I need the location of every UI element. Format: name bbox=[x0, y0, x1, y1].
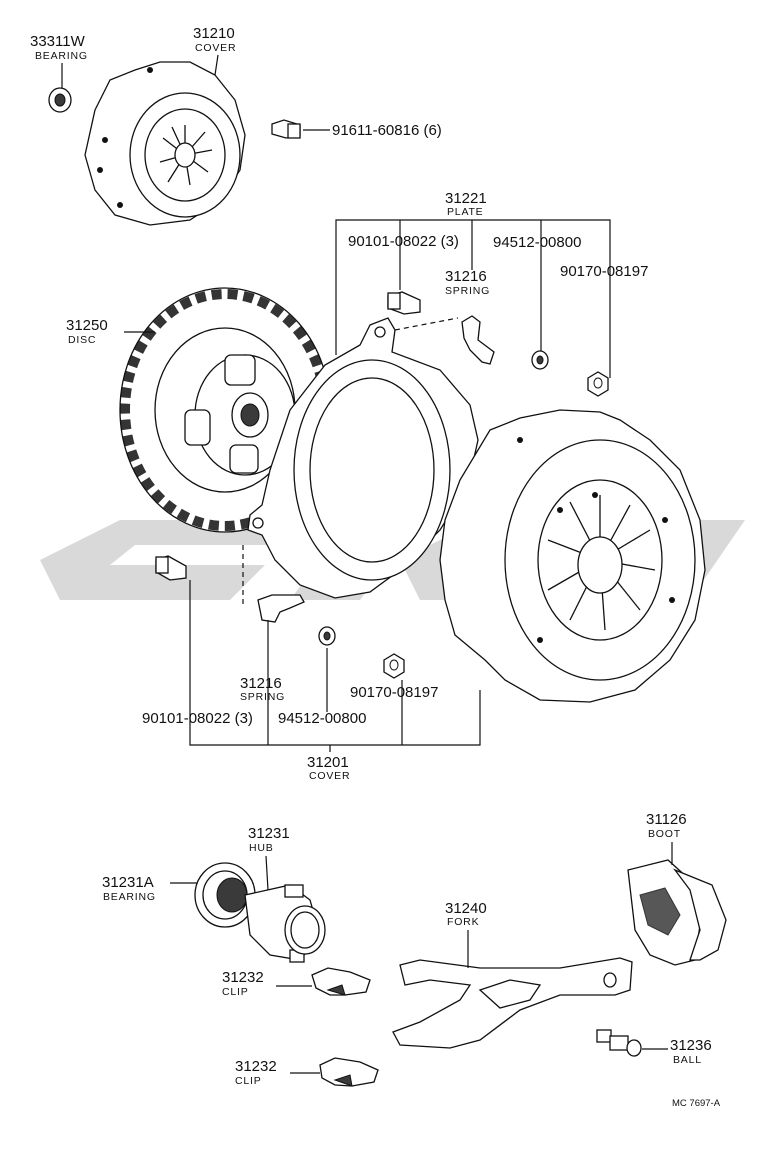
callout-90170-bottom: 90170-08197 bbox=[350, 684, 438, 701]
callout-31231a-name: BEARING bbox=[103, 891, 156, 903]
fork-31240-part bbox=[392, 957, 633, 1049]
spring-31216-top-part bbox=[461, 315, 495, 365]
clip-31232-a-part bbox=[311, 967, 371, 996]
callout-31250: 31250 DISC bbox=[66, 317, 155, 346]
bolt-90101-bottom-part bbox=[155, 555, 187, 581]
callout-31126-name: BOOT bbox=[648, 828, 681, 840]
diagram-code: MC 7697-A bbox=[672, 1098, 721, 1109]
callout-31236-name: BALL bbox=[673, 1054, 702, 1066]
callout-31232-b: 31232 CLIP bbox=[235, 1058, 320, 1087]
callout-90101-top: 90101-08022 (3) bbox=[348, 233, 459, 250]
callout-33311w: 33311W BEARING bbox=[30, 33, 88, 88]
cover-31210-part bbox=[84, 61, 246, 226]
callout-31232-b-name: CLIP bbox=[235, 1075, 262, 1087]
callout-31216-top: 31216 SPRING bbox=[445, 268, 490, 297]
callout-31250-number: 31250 bbox=[66, 317, 108, 334]
callout-31210-name: COVER bbox=[195, 42, 236, 54]
washer-94512-top-part bbox=[531, 350, 549, 370]
cover-31201-part bbox=[439, 409, 706, 703]
callout-33311w-name: BEARING bbox=[35, 50, 88, 62]
callout-90101-bottom: 90101-08022 (3) bbox=[142, 710, 253, 727]
callout-94512-top: 94512-00800 bbox=[493, 234, 581, 251]
callout-31216-bottom-number: 31216 bbox=[240, 675, 282, 692]
callout-31216-bottom: 31216 SPRING bbox=[240, 675, 285, 703]
callout-31232-a: 31232 CLIP bbox=[222, 969, 312, 998]
bolt-90101-top-part bbox=[387, 291, 421, 315]
callout-31231a: 31231A BEARING bbox=[102, 874, 197, 903]
callout-33311w-number: 33311W bbox=[30, 33, 86, 50]
plate-31221-part bbox=[247, 317, 479, 599]
callout-31210: 31210 COVER bbox=[193, 25, 236, 76]
callout-94512-bottom-number: 94512-00800 bbox=[278, 710, 366, 727]
callout-31240: 31240 FORK bbox=[445, 900, 487, 968]
callout-90170-top-number: 90170-08197 bbox=[560, 263, 648, 280]
callout-31236: 31236 BALL bbox=[642, 1037, 712, 1066]
callout-31216-top-name: SPRING bbox=[445, 285, 490, 297]
callout-31221-number: 31221 bbox=[445, 190, 487, 207]
bolt-91611-part bbox=[271, 119, 301, 139]
bearing-33311w-part bbox=[48, 87, 72, 113]
callout-94512-top-number: 94512-00800 bbox=[493, 234, 581, 251]
callout-90101-top-number: 90101-08022 (3) bbox=[348, 233, 459, 250]
clip-31232-b-part bbox=[319, 1057, 379, 1087]
callout-31221: 31221 PLATE bbox=[335, 190, 611, 378]
callout-31236-number: 31236 bbox=[670, 1037, 712, 1054]
callout-91611-number: 91611-60816 (6) bbox=[332, 122, 442, 139]
nut-90170-top-part bbox=[587, 371, 609, 397]
callout-31126: 31126 BOOT bbox=[646, 811, 687, 865]
callout-90170-bottom-number: 90170-08197 bbox=[350, 684, 438, 701]
callout-31216-bottom-name: SPRING bbox=[240, 691, 285, 703]
callout-31210-number: 31210 bbox=[193, 25, 235, 42]
callout-31250-name: DISC bbox=[68, 334, 96, 346]
callout-90170-top: 90170-08197 bbox=[560, 263, 648, 280]
callout-31231-number: 31231 bbox=[248, 825, 290, 842]
bearing-31231a-part bbox=[194, 862, 256, 928]
washer-94512-bottom-part bbox=[318, 626, 336, 646]
spring-31216-bottom-part bbox=[257, 594, 305, 623]
callout-31240-number: 31240 bbox=[445, 900, 487, 917]
callout-31240-name: FORK bbox=[447, 916, 479, 928]
callout-31232-a-number: 31232 bbox=[222, 969, 264, 986]
callout-31126-number: 31126 bbox=[646, 811, 687, 828]
callout-31231: 31231 HUB bbox=[248, 825, 290, 891]
nut-90170-bottom-part bbox=[383, 653, 405, 679]
callout-94512-bottom: 94512-00800 bbox=[278, 710, 366, 727]
callout-31231-name: HUB bbox=[249, 842, 274, 854]
callout-90101-bottom-number: 90101-08022 (3) bbox=[142, 710, 253, 727]
callout-31221-name: PLATE bbox=[447, 206, 483, 218]
callout-31201-number: 31201 bbox=[307, 754, 349, 771]
callout-31232-a-name: CLIP bbox=[222, 986, 249, 998]
hub-31231-part bbox=[244, 884, 326, 963]
ball-31236-part bbox=[596, 1029, 642, 1057]
callout-31201-name: COVER bbox=[309, 770, 350, 782]
callout-31201: 31201 COVER bbox=[189, 580, 481, 782]
callout-91611: 91611-60816 (6) bbox=[303, 122, 442, 139]
callout-31231a-number: 31231A bbox=[102, 874, 154, 891]
callout-31232-b-number: 31232 bbox=[235, 1058, 277, 1075]
callout-31216-top-number: 31216 bbox=[445, 268, 487, 285]
boot-31126-part bbox=[627, 859, 727, 966]
